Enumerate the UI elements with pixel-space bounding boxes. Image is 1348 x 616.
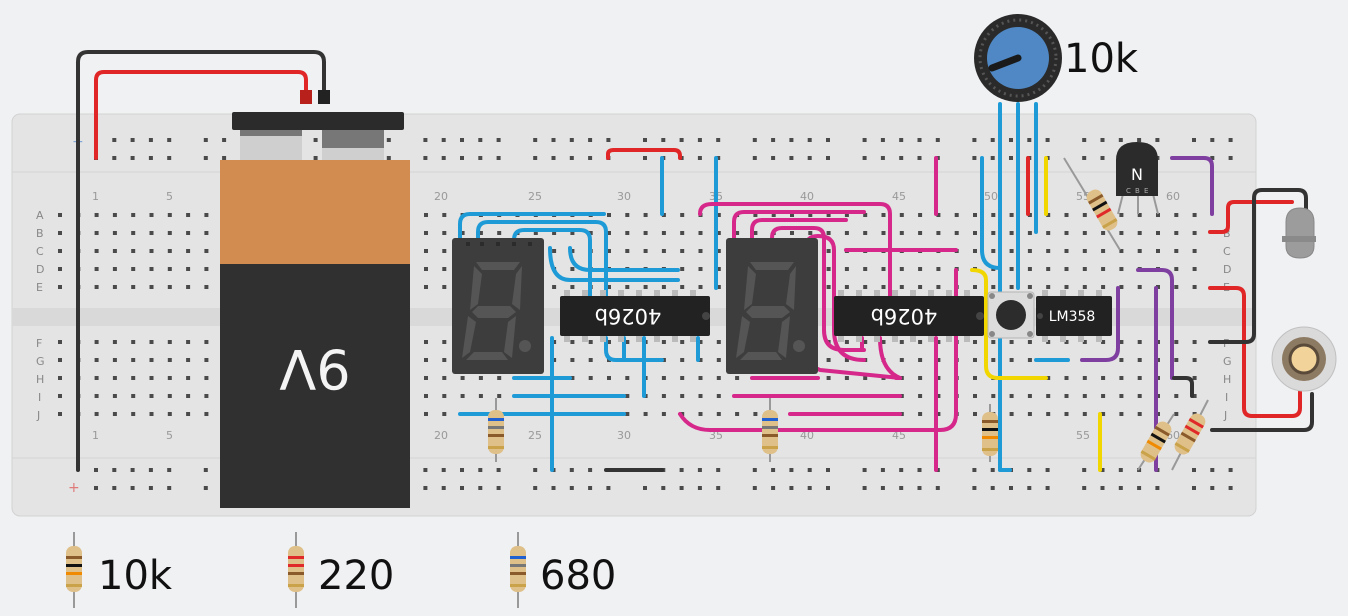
column-numbers-top: 1 5 20 25 30 35 40 45 50 55 60 bbox=[92, 190, 1180, 203]
transistor-label: N bbox=[1131, 165, 1143, 184]
wire-blue bbox=[476, 220, 608, 298]
npn-transistor: N C B E bbox=[1116, 142, 1159, 215]
row-letter: I bbox=[38, 391, 41, 404]
wire-black bbox=[1172, 376, 1194, 398]
resistor bbox=[982, 404, 998, 462]
col-num: 45 bbox=[892, 190, 906, 203]
col-num: 40 bbox=[800, 429, 814, 442]
chip-label: 4026b bbox=[595, 304, 662, 328]
row-letter: C bbox=[1223, 245, 1231, 258]
legend-item: 680 bbox=[510, 532, 616, 608]
wire-blue bbox=[548, 246, 680, 282]
resistor bbox=[1137, 413, 1175, 471]
wire-blue bbox=[568, 246, 680, 272]
resistor bbox=[1063, 157, 1121, 251]
col-num: 25 bbox=[528, 429, 542, 442]
transistor-pin: C bbox=[1126, 187, 1131, 195]
resistor bbox=[488, 398, 504, 462]
wire-black bbox=[1208, 188, 1308, 344]
wire-red bbox=[94, 70, 308, 160]
push-button[interactable] bbox=[987, 291, 1035, 339]
wire-blue bbox=[980, 156, 1002, 270]
row-letter: H bbox=[36, 373, 44, 386]
wire-purple bbox=[1136, 268, 1174, 380]
row-letter: H bbox=[1223, 373, 1231, 386]
wires bbox=[76, 50, 1314, 472]
row-letter: J bbox=[1223, 409, 1227, 422]
resistor bbox=[762, 398, 778, 462]
row-letter: E bbox=[36, 281, 43, 294]
ic-chip-4026b: 4026b bbox=[560, 290, 710, 342]
col-num: 55 bbox=[1076, 429, 1090, 442]
row-letter: G bbox=[36, 355, 45, 368]
row-letter: G bbox=[1223, 355, 1232, 368]
battery-label: 9V bbox=[279, 337, 350, 400]
legend-item: 10k bbox=[66, 532, 173, 608]
col-num: 30 bbox=[617, 429, 631, 442]
wire-magenta bbox=[750, 218, 848, 250]
col-num: 35 bbox=[709, 429, 723, 442]
transistor-pin: B bbox=[1135, 187, 1140, 195]
row-letter: I bbox=[1225, 391, 1228, 404]
col-num: 40 bbox=[800, 190, 814, 203]
row-letter: J bbox=[36, 409, 40, 422]
wire-red bbox=[1208, 286, 1302, 418]
chip-label: 4026b bbox=[871, 304, 938, 328]
column-numbers-bottom: 1 5 20 25 30 35 40 45 55 60 bbox=[92, 429, 1180, 442]
col-num: 20 bbox=[434, 429, 448, 442]
col-num: 50 bbox=[984, 190, 998, 203]
row-letter: B bbox=[1223, 227, 1231, 240]
legend-item: 220 bbox=[288, 532, 394, 608]
photoresistor bbox=[1271, 326, 1337, 392]
chip-label: LM358 bbox=[1049, 309, 1096, 325]
col-num: 5 bbox=[166, 190, 173, 203]
row-letter: F bbox=[36, 337, 42, 350]
seven-segment-display bbox=[452, 238, 544, 374]
row-letter: D bbox=[1223, 263, 1231, 276]
row-letter: A bbox=[36, 209, 44, 222]
wire-red bbox=[606, 148, 682, 160]
wire-magenta bbox=[678, 268, 958, 432]
col-num: 30 bbox=[617, 190, 631, 203]
ic-chip-lm358: LM358 bbox=[1036, 290, 1112, 342]
wire-magenta bbox=[770, 226, 866, 352]
led bbox=[1282, 207, 1316, 259]
col-num: 1 bbox=[92, 190, 99, 203]
wire-red bbox=[1208, 200, 1294, 234]
wire-blue bbox=[604, 336, 664, 362]
battery-9v[interactable]: 9V bbox=[220, 90, 410, 508]
potentiometer[interactable] bbox=[974, 14, 1062, 102]
col-num: 20 bbox=[434, 190, 448, 203]
resistor bbox=[1171, 399, 1209, 471]
transistor-pin: E bbox=[1144, 187, 1148, 195]
wire-blue bbox=[512, 228, 592, 298]
legend-value: 10k bbox=[98, 553, 173, 599]
row-letter: C bbox=[36, 245, 44, 258]
legend-value: 220 bbox=[318, 553, 394, 599]
col-num: 60 bbox=[1166, 190, 1180, 203]
row-letters-left: A B C D E F G H I J bbox=[36, 209, 45, 422]
row-letter: D bbox=[36, 263, 44, 276]
wire-purple bbox=[1170, 156, 1214, 216]
legend-value: 680 bbox=[540, 553, 616, 599]
col-num: 5 bbox=[166, 429, 173, 442]
col-num: 45 bbox=[892, 429, 906, 442]
wire-black bbox=[1210, 392, 1314, 432]
resistor-legend: 10k 220 680 bbox=[66, 532, 616, 608]
wire-purple bbox=[1080, 286, 1120, 362]
wire-magenta bbox=[732, 210, 866, 250]
wire-yellow bbox=[970, 268, 1048, 380]
wire-magenta bbox=[698, 202, 892, 298]
seven-segment-display bbox=[726, 238, 818, 374]
col-num: 25 bbox=[528, 190, 542, 203]
potentiometer-label: 10k bbox=[1064, 36, 1139, 82]
wire-black bbox=[76, 50, 326, 472]
wire-blue bbox=[458, 212, 606, 250]
ic-chip-4026b: 4026b bbox=[834, 290, 984, 342]
row-letter: B bbox=[36, 227, 44, 240]
col-num: 1 bbox=[92, 429, 99, 442]
rail-plus-sign: + bbox=[68, 480, 80, 496]
